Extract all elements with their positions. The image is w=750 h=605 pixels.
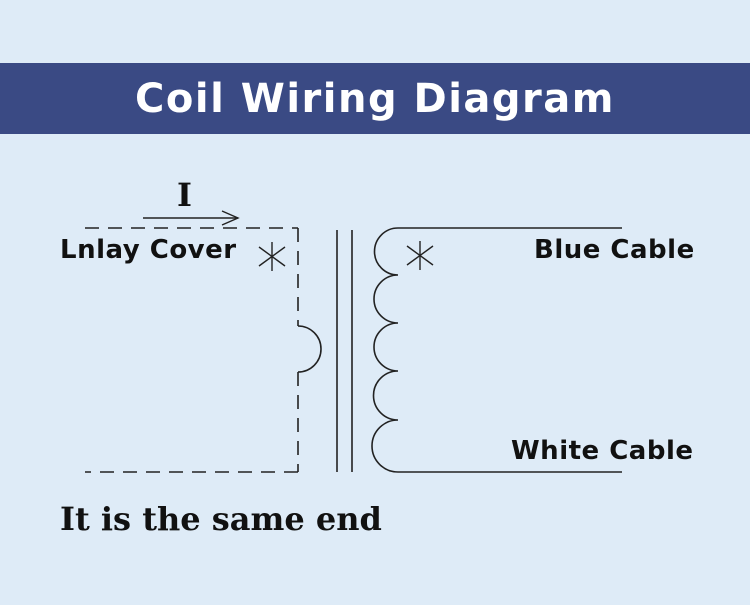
secondary-winding — [371, 227, 622, 473]
title-banner: Coil Wiring Diagram — [0, 63, 750, 134]
blue-cable-label: Blue Cable — [534, 235, 695, 265]
primary-winding — [85, 227, 322, 473]
polarity-mark-secondary — [406, 241, 434, 270]
diagram-title: Coil Wiring Diagram — [135, 75, 615, 122]
polarity-mark-primary — [258, 242, 286, 271]
secondary-coil — [371, 227, 399, 473]
current-arrow — [143, 210, 240, 226]
white-cable-label: White Cable — [511, 436, 694, 466]
same-end-note: It is the same end — [60, 500, 382, 538]
current-symbol: I — [177, 176, 192, 214]
inlay-cover-label: Lnlay Cover — [60, 235, 237, 265]
transformer-core — [336, 230, 353, 472]
primary-coil-bump — [297, 325, 322, 373]
